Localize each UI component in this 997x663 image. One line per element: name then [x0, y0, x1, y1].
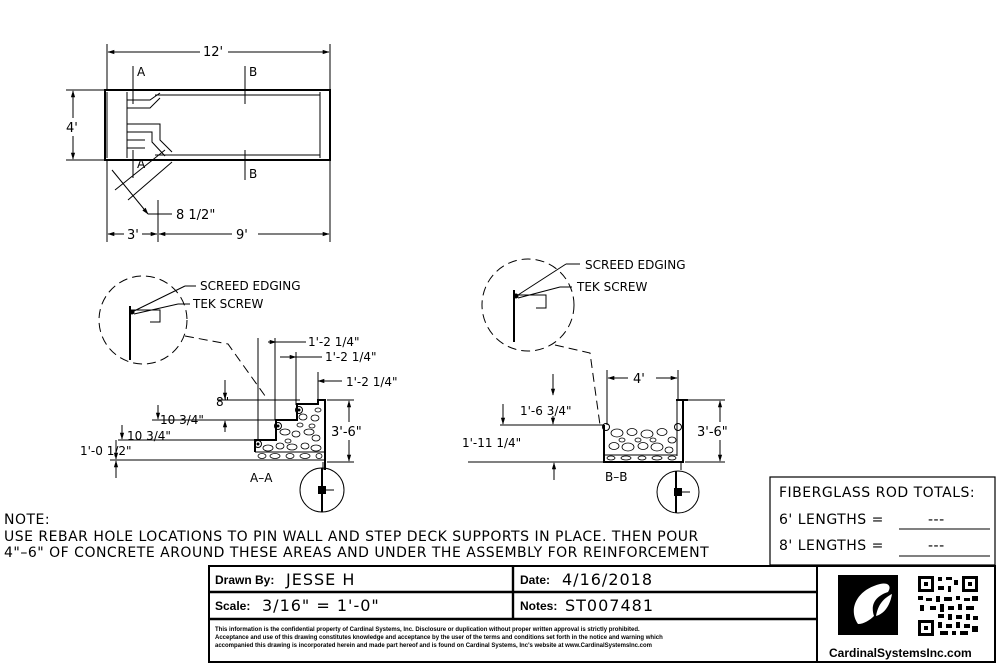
fine-print-1: This information is the confidential pro…	[215, 627, 640, 633]
fiberglass-row1-value: ---	[928, 512, 945, 528]
scale-label: Scale:	[215, 599, 250, 613]
bb-width-label: 4'	[633, 372, 645, 387]
section-a-top: A	[137, 65, 146, 79]
bb-title: B–B	[605, 470, 627, 484]
notes-value: ST007481	[565, 596, 654, 615]
aa-dim-left-1: 8"	[216, 395, 229, 409]
aa-tek-label: TEK SCREW	[192, 297, 264, 311]
plan-width-label: 4'	[66, 121, 78, 136]
fine-print-2: Acceptance and use of this drawing const…	[215, 635, 663, 641]
plan-length-label: 12'	[203, 45, 223, 60]
fiberglass-row2-label: 8' LENGTHS =	[779, 538, 884, 554]
bb-height-label: 3'-6"	[697, 425, 728, 440]
section-b-bottom: B	[249, 167, 257, 181]
date-value: 4/16/2018	[562, 570, 653, 589]
fine-print-3: accompanied this drawing is incorporated…	[215, 643, 652, 649]
aa-dim-top-1: 1'-2 1/4"	[308, 335, 360, 349]
fiberglass-row2-value: ---	[928, 538, 945, 554]
bb-dim-left-2: 1'-11 1/4"	[462, 436, 521, 450]
fiberglass-title: FIBERGLASS ROD TOTALS:	[779, 485, 975, 501]
title-block: Drawn By: JESSE H Date: 4/16/2018 Scale:…	[208, 565, 996, 663]
date-label: Date:	[520, 573, 550, 587]
aa-dim-top-3: 1'-2 1/4"	[346, 375, 398, 389]
bb-screed-label: SCREED EDGING	[585, 258, 686, 272]
notes-label: Notes:	[520, 599, 557, 613]
aa-height-label: 3'-6"	[331, 425, 362, 440]
note-block: NOTE: USE REBAR HOLE LOCATIONS TO PIN WA…	[4, 512, 709, 561]
aa-dim-top-2: 1'-2 1/4"	[325, 350, 377, 364]
section-a-bottom: A	[137, 157, 146, 171]
scale-value: 3/16" = 1'-0"	[262, 596, 380, 615]
aa-title: A–A	[250, 471, 273, 485]
section-b-top: B	[249, 65, 257, 79]
fiberglass-row1-label: 6' LENGTHS =	[779, 512, 884, 528]
plan-step-width: 3'	[127, 228, 139, 243]
note-title: NOTE:	[4, 512, 50, 528]
bb-dim-left-1: 1'-6 3/4"	[520, 404, 572, 418]
cardinal-logo-icon	[838, 575, 898, 635]
note-line-1: USE REBAR HOLE LOCATIONS TO PIN WALL AND…	[4, 529, 699, 545]
drawn-by-value: JESSE H	[285, 570, 355, 589]
bb-tek-label: TEK SCREW	[576, 280, 648, 294]
aa-dim-left-2: 10 3/4"	[160, 413, 204, 427]
qr-code-icon	[917, 575, 979, 637]
plan-angle-label: 8 1/2"	[176, 208, 215, 223]
website-label: CardinalSystemsInc.com	[829, 646, 972, 660]
section-bb: SCREED EDGING TEK SCREW 4'	[462, 258, 728, 514]
section-aa: SCREED EDGING TEK SCREW 1'-2 1/4" 1'-2 1…	[80, 275, 398, 513]
aa-dim-left-4: 1'-0 1/2"	[80, 444, 132, 458]
drawn-by-label: Drawn By:	[215, 573, 274, 587]
plan-remaining-length: 9'	[236, 228, 248, 243]
plan-view: 12' 4' A A B B 8 1/2"	[66, 44, 331, 243]
aa-dim-left-3: 10 3/4"	[127, 429, 171, 443]
aa-screed-label: SCREED EDGING	[200, 279, 301, 293]
fiberglass-totals-box: FIBERGLASS ROD TOTALS: 6' LENGTHS = --- …	[769, 476, 996, 566]
note-line-2: 4"–6" OF CONCRETE AROUND THESE AREAS AND…	[4, 545, 709, 561]
